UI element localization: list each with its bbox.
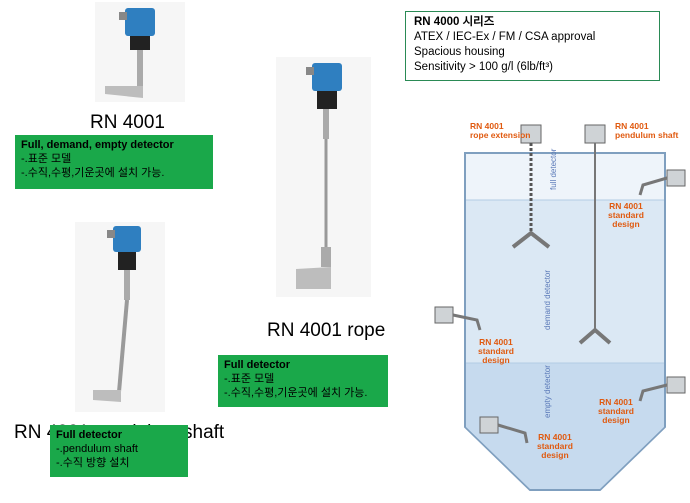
tank-diagram bbox=[434, 124, 686, 491]
pendulum-sensor-head bbox=[584, 124, 606, 144]
rn4001-pendulum-box-line: -.수직 방향 설치 bbox=[56, 457, 130, 469]
label-standard-top: RN 4001 standard design bbox=[608, 201, 644, 229]
rn4001-pendulum-sensor-image bbox=[93, 226, 141, 402]
rn4001-rope-info-box: Full detector -.표준 모델 -.수직,수평,기운곳에 설치 가능… bbox=[218, 355, 388, 407]
material-upper bbox=[466, 200, 664, 363]
label-rope-extension: RN 4001 rope extension bbox=[470, 121, 531, 140]
label-standard-bottom: RN 4001 standard design bbox=[537, 432, 573, 460]
rn4001-rope-photo bbox=[276, 57, 371, 297]
rn4001-photo bbox=[95, 2, 185, 102]
series-line: ATEX / IEC-Ex / FM / CSA approval bbox=[414, 31, 596, 43]
series-line: Sensitivity > 100 g/l (6lb/ft³) bbox=[414, 61, 554, 73]
zone-empty-label: empty detector bbox=[543, 365, 552, 418]
label-standard-right: RN 4001 standard design bbox=[598, 397, 634, 425]
zone-demand-label: demand detector bbox=[543, 269, 552, 330]
rn4001-pendulum-box-line: -.pendulum shaft bbox=[56, 443, 138, 455]
rn4001-pendulum-info-box-content: Full detector -.pendulum shaft -.수직 방향 설… bbox=[50, 425, 188, 477]
rn4001-rope-title: RN 4001 rope bbox=[267, 320, 386, 341]
zone-full-label: full detector bbox=[549, 148, 558, 190]
sensor-left bbox=[434, 306, 454, 324]
series-line: Spacious housing bbox=[414, 46, 505, 58]
rn4001-sensor-image bbox=[105, 8, 155, 98]
pendulum-paddle bbox=[578, 327, 612, 345]
rn4001-pendulum-photo bbox=[75, 222, 165, 412]
series-header: RN 4000 시리즈 bbox=[414, 16, 495, 28]
label-pendulum-shaft: RN 4001 pendulum shaft bbox=[615, 121, 679, 140]
sensor-top-right bbox=[666, 169, 686, 187]
sensor-bottom bbox=[479, 416, 499, 434]
rn4001-rope-sensor-image bbox=[296, 63, 342, 289]
rn4001-box-line: -.표준 모델 bbox=[21, 153, 72, 165]
series-info-box: RN 4000 시리즈 ATEX / IEC-Ex / FM / CSA app… bbox=[405, 11, 660, 81]
rope-paddle bbox=[511, 230, 551, 249]
rn4001-pendulum-box-title: Full detector bbox=[56, 429, 123, 441]
rn4001-rope-box-title: Full detector bbox=[224, 359, 291, 371]
rn4001-box-line: -.수직,수평,기운곳에 설치 가능. bbox=[21, 167, 165, 179]
rn4001-rope-box-line: -.표준 모델 bbox=[224, 373, 275, 385]
sensor-right bbox=[666, 376, 686, 394]
rn4001-box-title: Full, demand, empty detector bbox=[21, 139, 174, 151]
material-lower bbox=[466, 363, 664, 489]
rn4001-title: RN 4001 bbox=[90, 112, 165, 133]
label-standard-left: RN 4001 standard design bbox=[478, 337, 514, 365]
rn4001-info-box: Full, demand, empty detector -.표준 모델 -.수… bbox=[15, 135, 213, 189]
rn4001-rope-box-line: -.수직,수평,기운곳에 설치 가능. bbox=[224, 387, 368, 399]
